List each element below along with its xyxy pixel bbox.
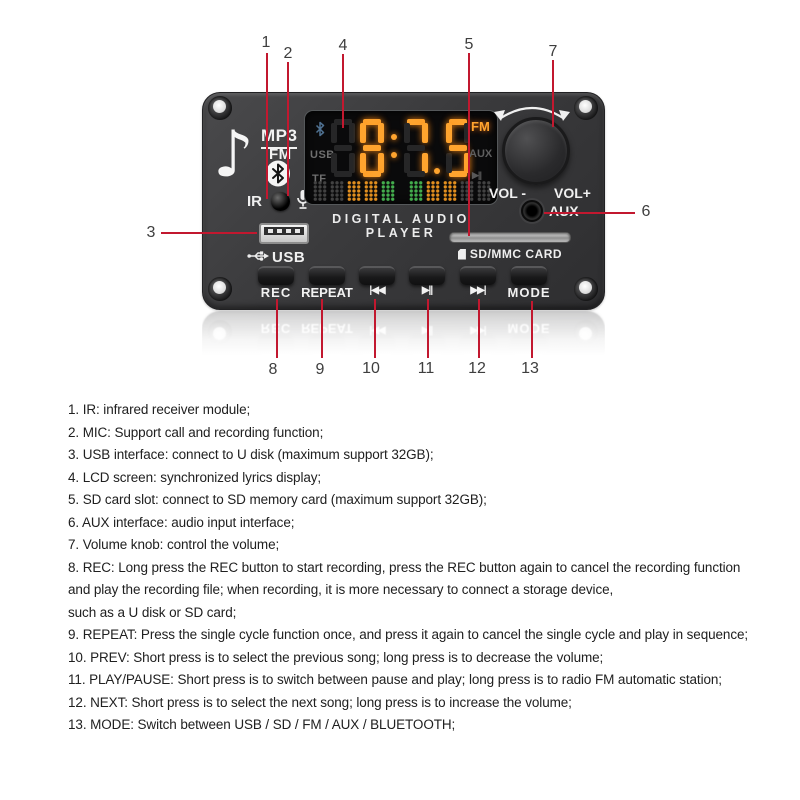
display-caption: DIGITAL AUDIO PLAYER	[332, 212, 470, 240]
corner-screw-hole	[208, 96, 232, 120]
next-button	[460, 266, 496, 285]
description-line: 3. USB interface: connect to U disk (max…	[68, 447, 434, 462]
display-fm-label: FM	[471, 119, 490, 134]
vol-plus-label: VOL+	[554, 185, 591, 201]
usb-port	[259, 223, 309, 244]
mode-button	[511, 266, 547, 285]
callout-line	[552, 60, 554, 127]
description-line: and play the recording file; when record…	[68, 582, 614, 597]
description-list: 1. IR: infrared receiver module; 2. MIC:…	[68, 399, 798, 737]
callout-line	[276, 299, 278, 358]
spectrum-left	[313, 181, 395, 201]
volume-knob	[502, 117, 570, 185]
volume-labels: VOL - VOL+	[489, 185, 591, 201]
description-line: 7. Volume knob: control the volume;	[68, 537, 280, 552]
callout-number: 8	[268, 361, 278, 378]
bluetooth-icon	[314, 121, 326, 142]
repeat-button-label: REPEAT	[301, 285, 353, 300]
callout-number: 9	[315, 361, 325, 378]
callout-line	[321, 299, 323, 358]
next-icon: ▶▶|	[470, 285, 486, 296]
usb-label-text: USB	[272, 249, 306, 266]
callout-line	[287, 62, 289, 196]
callout-line	[266, 53, 268, 199]
volume-arrow-icon	[491, 98, 573, 127]
display-digits	[331, 119, 470, 177]
callout-number: 7	[548, 43, 558, 60]
music-note-icon: ♪	[213, 118, 254, 192]
callout-line	[342, 54, 344, 128]
play-pause-icon: ▶||	[472, 170, 482, 180]
callout-number: 6	[641, 203, 651, 220]
play-pause-button	[409, 266, 445, 285]
sd-card-icon	[457, 248, 466, 260]
callout-number: 3	[146, 224, 156, 241]
prev-button	[359, 266, 395, 285]
bluetooth-badge-icon	[265, 160, 291, 192]
display-aux-label: AUX	[469, 148, 493, 160]
aux-jack-label: AUX	[549, 203, 579, 219]
fm-badge: FM	[269, 146, 292, 163]
display-usb-label: USB	[310, 149, 335, 161]
description-line: 2. MIC: Support call and recording funct…	[68, 424, 324, 440]
corner-screw-hole	[208, 277, 232, 301]
usb-port-label: USB	[247, 249, 305, 266]
description-line: 9. REPEAT: Press the single cycle functi…	[68, 627, 749, 642]
description-line: 11. PLAY/PAUSE: Short press is to switch…	[68, 672, 722, 687]
description-line: such as a U disk or SD card;	[68, 604, 237, 620]
spectrum-right	[409, 181, 491, 201]
callout-line	[478, 299, 480, 358]
description-line: 10. PREV: Short press is to select the p…	[68, 649, 604, 665]
ir-label: IR	[247, 193, 262, 210]
description-line: 8. REC: Long press the REC button to sta…	[68, 559, 741, 575]
callout-number: 4	[338, 37, 348, 54]
ir-receiver	[271, 192, 290, 211]
description-line: 12. NEXT: Short press is to select the n…	[68, 694, 572, 710]
corner-screw-hole	[574, 96, 598, 120]
callout-line	[531, 301, 533, 358]
callout-number: 2	[283, 45, 293, 62]
callout-line	[161, 232, 257, 234]
prev-icon: |◀◀	[369, 285, 385, 296]
repeat-button	[309, 266, 345, 285]
lcd-display: USB TF FM AUX ▶||	[304, 110, 498, 205]
description-line: 5. SD card slot: connect to SD memory ca…	[68, 492, 487, 507]
callout-number: 12	[468, 360, 486, 377]
description-line: 1. IR: infrared receiver module;	[68, 402, 251, 417]
callout-line	[374, 299, 376, 358]
callout-number: 11	[417, 360, 435, 377]
callout-line	[468, 53, 470, 236]
board-reflection: ♪ MP3 FM IR USB	[202, 311, 605, 357]
description-line: 13. MODE: Switch between USB / SD / FM /…	[68, 717, 456, 732]
sd-slot-label: SD/MMC CARD	[443, 247, 577, 261]
aux-jack	[521, 200, 543, 222]
callout-line	[544, 212, 635, 214]
rec-button	[258, 266, 294, 285]
play-pause-icon-label: ▶||	[421, 285, 433, 296]
description-line: 6. AUX interface: audio input interface;	[68, 514, 295, 530]
player-board: ♪ MP3 FM IR USB	[202, 92, 605, 310]
usb-icon	[247, 249, 269, 266]
callout-line	[427, 299, 429, 358]
vol-minus-label: VOL -	[489, 185, 527, 201]
callout-number: 10	[362, 360, 380, 377]
mode-button-label: MODE	[507, 285, 551, 300]
callout-number: 5	[464, 36, 474, 53]
sd-card-slot	[449, 232, 571, 243]
callout-number: 13	[521, 360, 539, 377]
rec-button-label: REC	[260, 285, 292, 300]
sd-label-text: SD/MMC CARD	[469, 247, 563, 261]
corner-screw-hole	[574, 277, 598, 301]
description-line: 4. LCD screen: synchronized lyrics displ…	[68, 469, 322, 485]
callout-number: 1	[261, 34, 271, 51]
